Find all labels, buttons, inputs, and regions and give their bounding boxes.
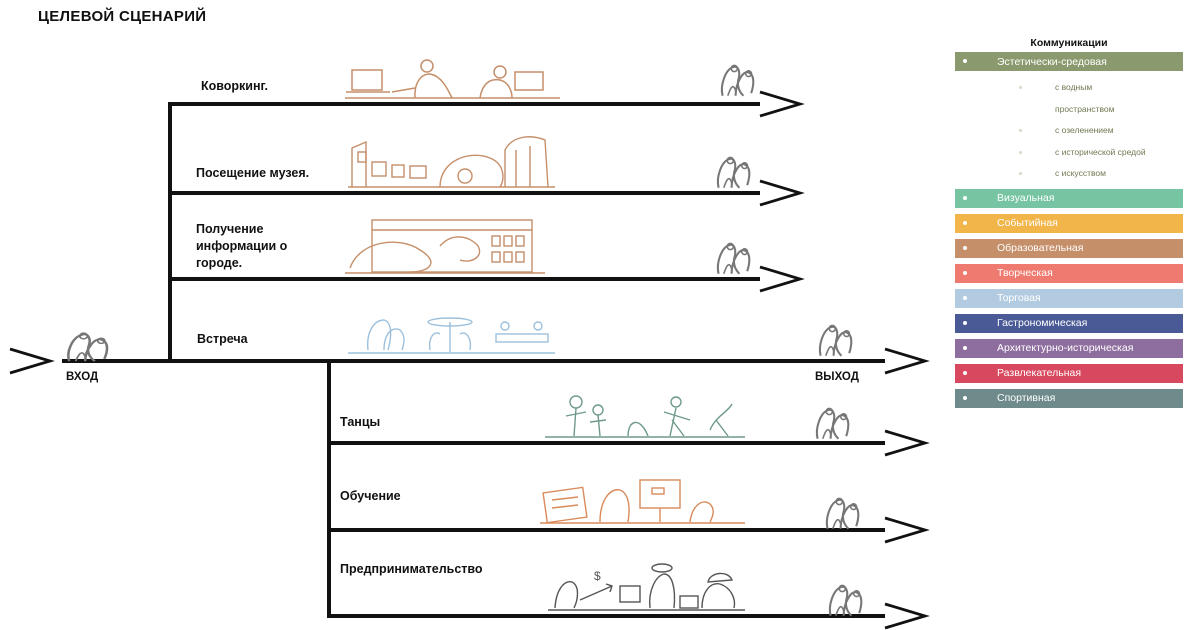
exit-arrow (883, 347, 927, 375)
label-business: Предпринимательство (340, 562, 483, 576)
exit-label: ВЫХОД (815, 371, 859, 383)
learning-sketch-icon (540, 479, 745, 524)
legend-title: Коммуникации (1030, 37, 1108, 49)
people-icon-entry (67, 331, 109, 363)
coworking-sketch-icon (345, 59, 560, 99)
arrow-business (883, 602, 927, 630)
people-icon-learning (825, 497, 860, 530)
legend-item-label: Эстетически-средовая (997, 55, 1107, 68)
label-city-info: Получение информации о городе. (196, 222, 288, 270)
people-icon-city-info (716, 242, 751, 275)
legend-item-architectural: Архитектурно-историческая (955, 338, 1183, 358)
museum-sketch-icon (348, 136, 555, 188)
label-museum: Посещение музея. (196, 166, 310, 180)
svg-text:$: $ (594, 569, 601, 583)
people-icon-dance (815, 407, 850, 440)
legend-subitem: с искусством (955, 163, 1183, 185)
meeting-sketch-icon (348, 317, 555, 354)
label-meeting: Встреча (197, 332, 248, 346)
arrow-coworking (758, 90, 802, 118)
legend-item-educational: Образовательная (955, 238, 1183, 258)
arrow-city-info (758, 265, 802, 293)
dance-sketch-icon (545, 395, 745, 438)
people-icon-business (828, 584, 863, 617)
arrow-museum (758, 179, 802, 207)
label-coworking: Коворкинг. (201, 79, 268, 93)
page-title: ЦЕЛЕВОЙ СЦЕНАРИЙ (38, 8, 207, 25)
legend-item-creative: Творческая (955, 263, 1183, 283)
city-info-sketch-icon (345, 219, 545, 274)
entry-label: ВХОД (66, 371, 99, 383)
label-dance: Танцы (340, 415, 381, 429)
legend-item-event: Событийная (955, 213, 1183, 233)
legend-item-sport: Спортивная (955, 388, 1183, 408)
legend-item-gastronomic: Гастрономическая (955, 313, 1183, 333)
legend-item-visual: Визуальная (955, 188, 1183, 208)
legend-subitem: с озеленением (955, 120, 1183, 142)
people-icon-exit (818, 324, 853, 357)
arrow-dance (883, 429, 927, 457)
business-sketch-icon: $ (548, 563, 745, 611)
entry-arrow (8, 347, 52, 375)
arrow-learning (883, 516, 927, 544)
legend-subitem: с исторической средой (955, 142, 1183, 164)
people-icon-coworking (720, 64, 755, 97)
legend-item-trade: Торговая (955, 288, 1183, 308)
legend: Коммуникации Эстетически-средовая с водн… (955, 37, 1183, 414)
legend-subitem: с водным (955, 77, 1183, 99)
legend-item-entertainment: Развлекательная (955, 363, 1183, 383)
legend-subitem: пространством (1055, 103, 1115, 114)
label-learning: Обучение (340, 489, 401, 503)
people-icon-museum (716, 156, 751, 189)
legend-item-aesthetic: Эстетически-средовая (955, 52, 1183, 71)
legend-dot (963, 59, 967, 63)
